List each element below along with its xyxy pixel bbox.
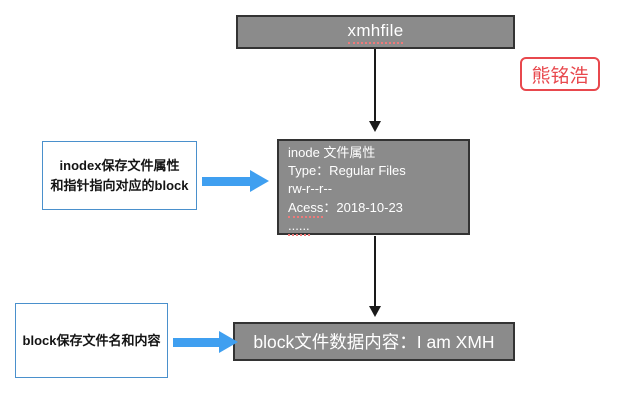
author-badge: 熊铭浩 xyxy=(520,57,600,91)
arrow-right-icon-2 xyxy=(219,331,238,353)
arrow-right-line-1 xyxy=(202,177,251,186)
arrow-right-icon-1 xyxy=(250,170,269,192)
arrow-down-icon-1 xyxy=(368,121,381,132)
arrow-down-line-1 xyxy=(374,49,376,122)
inode-title: inode 文件属性 xyxy=(288,145,376,160)
arrow-down-line-2 xyxy=(374,236,376,307)
block-note-label: block保存文件名和内容 xyxy=(22,332,161,348)
inode-access-line: Acess：2018-10-23 xyxy=(288,199,459,218)
arrow-right-line-2 xyxy=(173,338,220,347)
block-box-label: block文件数据内容：I am XMH xyxy=(253,332,495,352)
inode-ellipsis-line: ...... xyxy=(288,217,459,236)
inode-ellipsis: ...... xyxy=(288,217,310,236)
arrow-down-icon-2 xyxy=(368,306,381,317)
block-box: block文件数据内容：I am XMH xyxy=(233,322,515,361)
inode-note-box: inodex保存文件属性 和指针指向对应的block xyxy=(42,141,197,210)
inode-type-line: Type：Regular Files xyxy=(288,163,406,179)
inode-access-label: Acess xyxy=(288,199,324,218)
inode-note-line1: inodex保存文件属性 xyxy=(59,157,180,173)
inode-access-value: ：2018-10-23 xyxy=(323,199,403,215)
file-box-label: xmhfile xyxy=(347,21,404,44)
inode-perm-line: rw-r--r-- xyxy=(288,181,333,197)
inode-box: inode 文件属性 Type：Regular Files rw-r--r-- … xyxy=(277,139,470,236)
inode-note-line2: 和指针指向对应的block xyxy=(50,177,189,193)
author-badge-label: 熊铭浩 xyxy=(531,65,589,87)
block-note-box: block保存文件名和内容 xyxy=(15,303,168,378)
file-box: xmhfile xyxy=(236,15,515,49)
